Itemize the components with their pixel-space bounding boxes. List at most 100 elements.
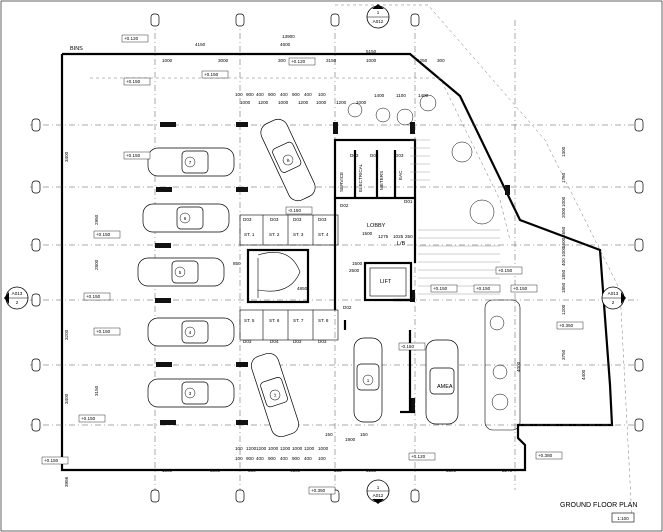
dim-space: 1000 — [316, 100, 327, 105]
dim-bottom: 150 — [325, 432, 333, 437]
dim-space: 1000 — [268, 446, 279, 451]
dim-core: 1025 — [393, 234, 404, 239]
door-tag: D02 — [340, 203, 349, 208]
car-8: 8 — [260, 118, 316, 202]
level-tag: +0.380 — [538, 453, 553, 458]
dim-space: 900 — [246, 92, 254, 97]
dim-right: 2000 — [561, 207, 566, 218]
amea-label: AMEA — [437, 384, 453, 390]
dim-bottom: 1000 — [162, 468, 173, 473]
dim-right: 400 — [561, 258, 566, 266]
storage-label: ST. 7 — [293, 318, 304, 323]
level-tag-box — [83, 292, 111, 301]
car-5: 5 — [137, 257, 225, 287]
level-tag: +0.150 — [96, 232, 111, 237]
section-marker-right — [601, 286, 626, 310]
dim-left: 3150 — [94, 385, 99, 396]
dim-left: 3956 — [64, 476, 69, 487]
section-bottom-number: 1 — [377, 485, 380, 490]
level-tag-box — [78, 414, 106, 423]
lb-label: L/B — [397, 241, 406, 247]
level-tag-box — [123, 77, 151, 86]
level-tag-box — [121, 34, 149, 43]
dim-space: 1200 — [304, 446, 315, 451]
storage-label: ST. 6 — [269, 318, 280, 323]
dim-right: 1000 — [561, 246, 566, 257]
door-tag: D03 — [243, 217, 252, 222]
car-7: 7 — [147, 147, 235, 177]
dim-bottom: 3500 — [446, 468, 457, 473]
level-tag: +0.150 — [498, 268, 513, 273]
car-number: 8 — [286, 157, 291, 163]
level-tag-box — [123, 151, 151, 160]
dim-bottom: 150 — [360, 432, 368, 437]
dim-left: 3200 — [64, 329, 69, 340]
level-tag: +0.150 — [433, 286, 448, 291]
level-tag: -0.150 — [288, 208, 301, 213]
storage-label: ST. 2 — [269, 232, 280, 237]
dim-right: 4000 — [516, 361, 521, 372]
level-tag-box — [473, 284, 501, 293]
door-tag: D03 — [270, 217, 279, 222]
car-6: 6 — [142, 203, 230, 233]
dim-space: 1000 — [318, 446, 329, 451]
dim-core: 1275 — [378, 234, 389, 239]
level-tag-box — [556, 321, 584, 330]
eac-label: EAC — [398, 170, 403, 180]
car-3: 3 — [147, 378, 235, 408]
dim-core: 4850 — [297, 286, 308, 291]
dim-left: 3400 — [64, 151, 69, 162]
dim-bottom: 3000 — [210, 468, 221, 473]
planter — [484, 299, 521, 431]
door-tag: D03 — [318, 217, 327, 222]
dim-space: 900 — [268, 92, 276, 97]
dim-right: 3750 — [561, 349, 566, 360]
dim-right: 1300 — [561, 146, 566, 157]
level-tag: +0.150 — [126, 79, 141, 84]
dim-space: 100 — [235, 456, 243, 461]
dim-top: 3150 — [326, 58, 337, 63]
car-2: 2 — [250, 352, 300, 438]
level-tag: +0.150 — [204, 72, 219, 77]
dim-space: 1200 — [298, 100, 309, 105]
door-tag: D03 — [293, 217, 302, 222]
level-tag: +0.150 — [96, 329, 111, 334]
car-number: 4 — [189, 330, 192, 335]
dim-top: 5150 — [366, 49, 377, 54]
dim-top: 1100 — [396, 93, 406, 98]
dim-bottom: 800 — [248, 468, 256, 473]
dim-top: 4150 — [195, 42, 206, 47]
service-label: SERVICE — [339, 172, 344, 192]
dim-left: 3400 — [64, 393, 69, 404]
trees — [347, 94, 509, 411]
level-tag: +0.120 — [124, 36, 139, 41]
dim-right: 1000 — [561, 196, 566, 207]
dim-space: 900 — [292, 456, 300, 461]
dim-top: 1000 — [366, 58, 377, 63]
dim-space: 1000 — [240, 100, 251, 105]
dim-left: 2950 — [94, 214, 99, 225]
dim-space: 400 — [256, 456, 264, 461]
dim-core: 1500 — [362, 231, 373, 236]
level-tag-box — [93, 327, 121, 336]
car-number: 7 — [189, 160, 192, 165]
car-4: 4 — [147, 317, 235, 347]
storage-label: ST. 3 — [293, 232, 304, 237]
dim-space: 100 — [235, 446, 243, 451]
bins-label: BINS — [70, 46, 83, 52]
section-top-sheet: A012 — [373, 19, 384, 24]
dim-top: 1250 — [417, 58, 428, 63]
dim-space: 900 — [268, 456, 276, 461]
door-tag: D03 — [318, 339, 327, 344]
car-number: 1 — [367, 378, 370, 383]
dim-top: 1400 — [374, 93, 385, 98]
level-tag: +0.350 — [311, 488, 326, 493]
door-tag: D03 — [395, 153, 404, 158]
level-tag-box — [201, 70, 229, 79]
level-tag-box — [510, 284, 538, 293]
level-tag: +0.150 — [86, 294, 101, 299]
dim-space: 100 — [318, 92, 326, 97]
lobby-label: LOBBY — [367, 223, 386, 229]
dim-core: 1500 — [352, 261, 363, 266]
